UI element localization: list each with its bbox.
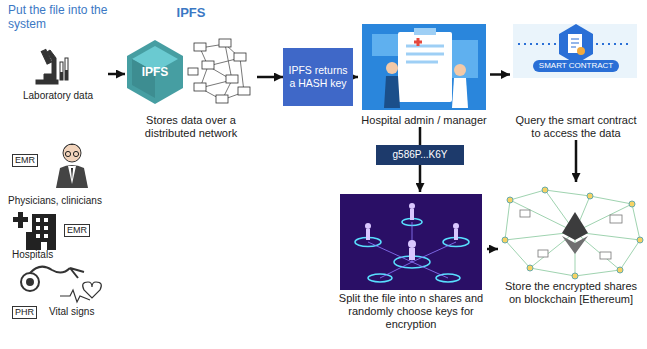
- node-text: EMR: [12, 154, 38, 167]
- arrow-connector: [575, 140, 578, 182]
- image-node: Store the encrypted shares on blockchain…: [498, 182, 644, 306]
- source-column: Put the file into the systemLaboratory d…: [0, 0, 120, 349]
- source-item: EMR Physicians, clinicians: [8, 140, 118, 207]
- logo-label: IPFS: [142, 65, 169, 79]
- microscope-icon: [36, 49, 68, 84]
- source-item: PHR Vital signs: [8, 262, 118, 319]
- node-text: Vital signs: [49, 306, 94, 318]
- node-text: Store the encrypted shares on blockchain…: [498, 280, 644, 306]
- arrow-connector: [490, 73, 510, 76]
- source-item: Laboratory data: [8, 46, 108, 102]
- node-text: IPFS: [125, 5, 257, 20]
- vital-signs-icon: [21, 267, 101, 302]
- arrow-connector: [419, 127, 422, 145]
- node-text: Physicians, clinicians: [8, 195, 118, 207]
- node-text: Put the file into the system: [8, 3, 108, 31]
- image-node: SMART CONTRACT Query the smart contract t…: [510, 22, 642, 140]
- image-node: Split the file into n shares and randoml…: [335, 192, 487, 331]
- arrow-connector: [487, 248, 498, 251]
- physician-icon: [56, 144, 88, 188]
- arrow-connector: [257, 76, 283, 79]
- split-illustration: [340, 194, 482, 290]
- node-text: Stores data over a distributed network: [125, 114, 257, 140]
- node-text: Query the smart contract to access the d…: [510, 114, 642, 140]
- computer-network: [188, 39, 250, 103]
- hospital-icon: [13, 212, 56, 250]
- node-text: SMART CONTRACT: [533, 60, 619, 72]
- process-box: IPFS returns a HASH key: [283, 48, 353, 106]
- node-text: Split the file into n shares and randoml…: [335, 292, 487, 331]
- node-text: IPFS returns a HASH key: [287, 64, 349, 90]
- ipfs-logo: [127, 40, 183, 104]
- arrow-connector: [353, 76, 358, 79]
- image-node: Hospital admin / manager: [358, 22, 490, 127]
- source-item: EMR Hospitals: [8, 208, 118, 261]
- blockchain-illustration: [502, 187, 643, 279]
- node-text: EMR: [64, 224, 90, 237]
- text-holder: IPFS returns a HASH key: [287, 64, 349, 90]
- admin-illustration: [362, 24, 486, 110]
- node-text: PHR: [12, 306, 37, 319]
- node-text: Hospital admin / manager: [358, 114, 490, 127]
- arrow-connector: [419, 165, 422, 192]
- node-text: g586P...K6Y: [378, 149, 462, 161]
- arrow-connector: [108, 73, 125, 76]
- node-text: Laboratory data: [8, 90, 108, 102]
- hash-key-box: g586P...K6Y: [376, 145, 464, 165]
- node-text: Hospitals: [12, 249, 118, 261]
- smart-contract-illustration: [513, 24, 637, 78]
